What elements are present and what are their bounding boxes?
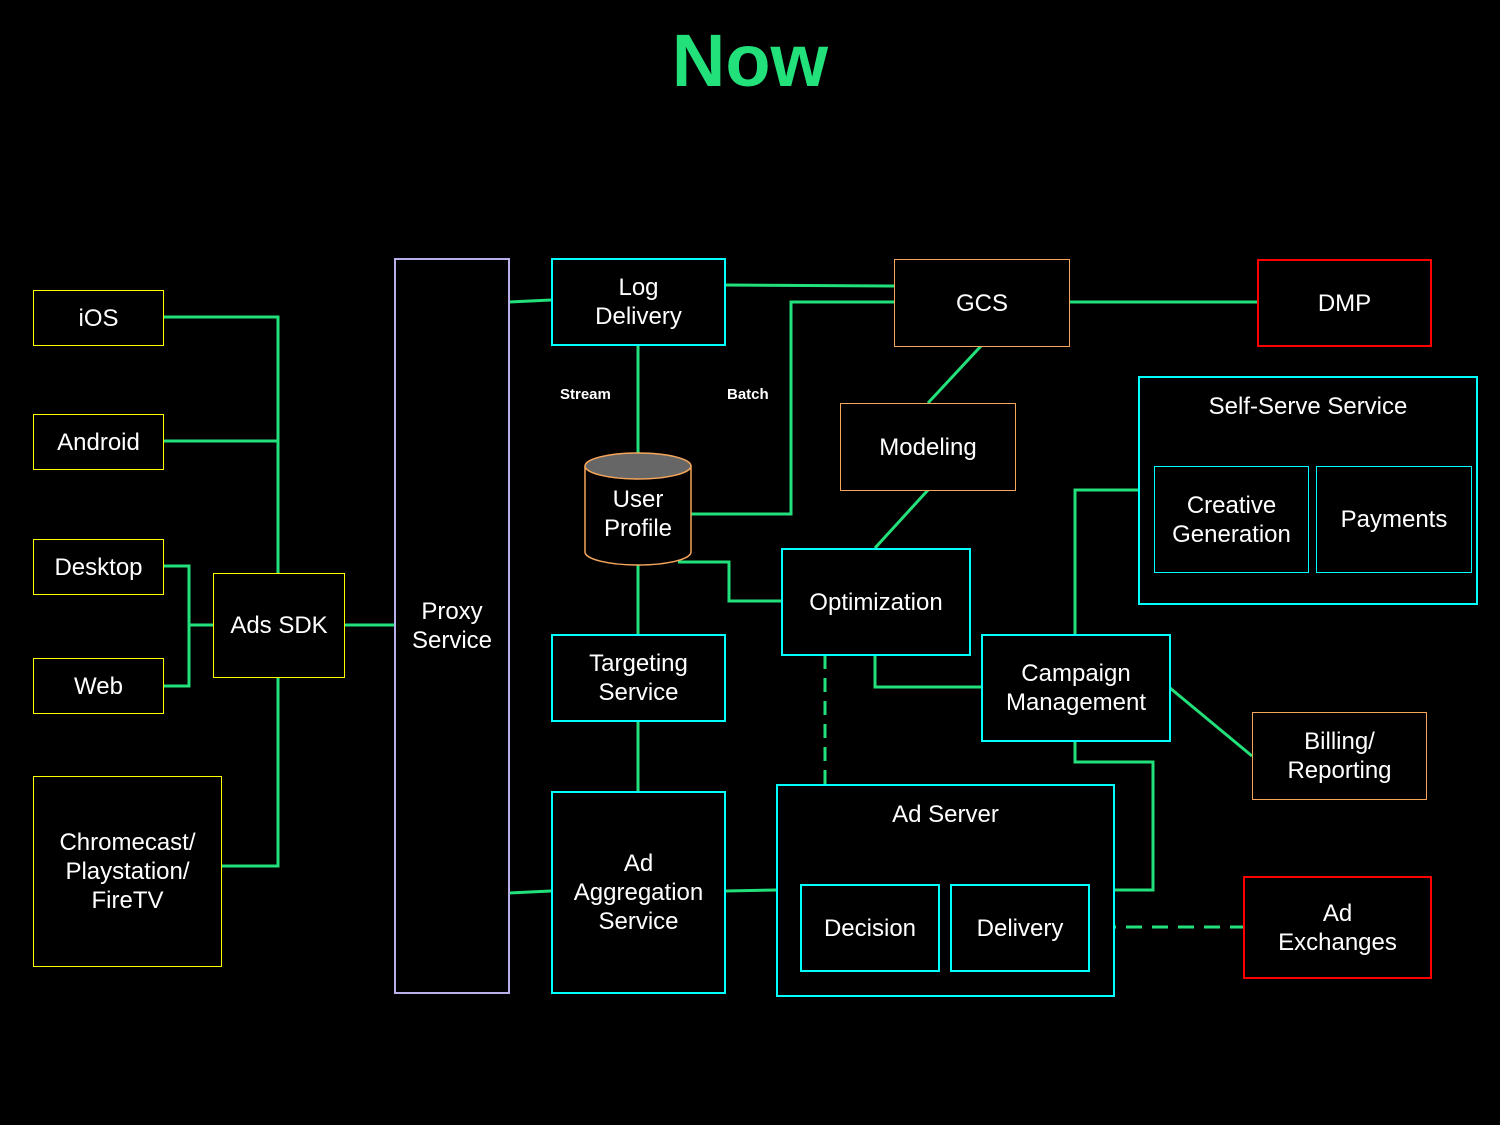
campaign-management: Campaign Management	[981, 634, 1171, 742]
connector-desktop-web	[163, 564, 191, 688]
client-ios-label: iOS	[78, 304, 119, 332]
connector-proxy-log	[508, 298, 552, 304]
connector-campaign-selfserve	[1073, 488, 1138, 634]
billing-reporting-label: Billing/ Reporting	[1287, 728, 1392, 784]
delivery-label: Delivery	[976, 914, 1064, 942]
connector-campaign-adserver	[1073, 741, 1155, 892]
creative-generation-label: Creative Generation	[1172, 491, 1291, 548]
user-profile-label: User Profile	[603, 486, 673, 542]
proxy-service-label: Proxy Service	[411, 598, 493, 654]
gcs-label: GCS	[955, 289, 1008, 317]
connector-log-gcs	[724, 283, 895, 288]
payments-label: Payments	[1340, 506, 1448, 533]
optimization: Optimization	[781, 548, 971, 656]
campaign-management-label: Campaign Management	[1005, 660, 1147, 716]
dmp-label: DMP	[1317, 289, 1372, 317]
client-web-label: Web	[74, 672, 123, 700]
ad-aggregation-label: Ad Aggregation Service	[573, 850, 704, 935]
client-android-label: Android	[57, 428, 140, 456]
proxy-service: Proxy Service	[394, 258, 510, 994]
client-chromecast: Chromecast/ Playstation/ FireTV	[33, 776, 222, 967]
client-ios: iOS	[33, 290, 164, 346]
log-delivery: Log Delivery	[551, 258, 726, 346]
connector-gcs-modeling	[926, 344, 983, 405]
modeling-label: Modeling	[879, 433, 977, 461]
ads-sdk: Ads SDK	[213, 573, 345, 678]
client-desktop-label: Desktop	[54, 553, 143, 581]
log-delivery-label: Log Delivery	[595, 274, 682, 330]
targeting-service: Targeting Service	[551, 634, 726, 722]
connector-modeling-optimization	[873, 488, 930, 550]
connector-optimization-campaign	[873, 655, 981, 689]
connector-campaign-billing	[1169, 686, 1253, 758]
client-web: Web	[33, 658, 164, 714]
delivery: Delivery	[950, 884, 1090, 972]
targeting-service-label: Targeting Service	[589, 650, 688, 706]
connector-userprofile-optimization	[678, 560, 781, 603]
client-desktop: Desktop	[33, 539, 164, 595]
diagram-title: Now	[671, 19, 829, 102]
connector-chromecast-sdk	[221, 677, 280, 868]
connector-proxy-aggregation	[508, 889, 552, 895]
client-chromecast-label: Chromecast/ Playstation/ FireTV	[59, 829, 196, 914]
ad-aggregation-service: Ad Aggregation Service	[551, 791, 726, 994]
client-android: Android	[33, 414, 164, 470]
modeling: Modeling	[840, 403, 1016, 491]
ad-exchanges: Ad Exchanges	[1243, 876, 1432, 979]
dmp: DMP	[1257, 259, 1432, 347]
batch-label: Batch	[727, 386, 769, 403]
decision: Decision	[800, 884, 940, 972]
connector-ios-sdk	[163, 315, 280, 573]
user-profile-database-icon	[584, 452, 692, 566]
connector-gcs-userprofile-batch	[691, 300, 894, 516]
gcs: GCS	[894, 259, 1070, 347]
optimization-label: Optimization	[809, 588, 943, 616]
stream-label: Stream	[560, 386, 611, 403]
ad-exchanges-label: Ad Exchanges	[1278, 899, 1397, 956]
creative-generation: Creative Generation	[1154, 466, 1309, 573]
ads-sdk-label: Ads SDK	[230, 612, 328, 639]
decision-label: Decision	[823, 914, 917, 942]
ad-server-title: Ad Server	[892, 801, 999, 828]
billing-reporting: Billing/ Reporting	[1252, 712, 1427, 800]
connector-aggregation-adserver	[724, 888, 777, 893]
self-serve-title: Self-Serve Service	[1208, 393, 1408, 420]
payments: Payments	[1316, 466, 1472, 573]
